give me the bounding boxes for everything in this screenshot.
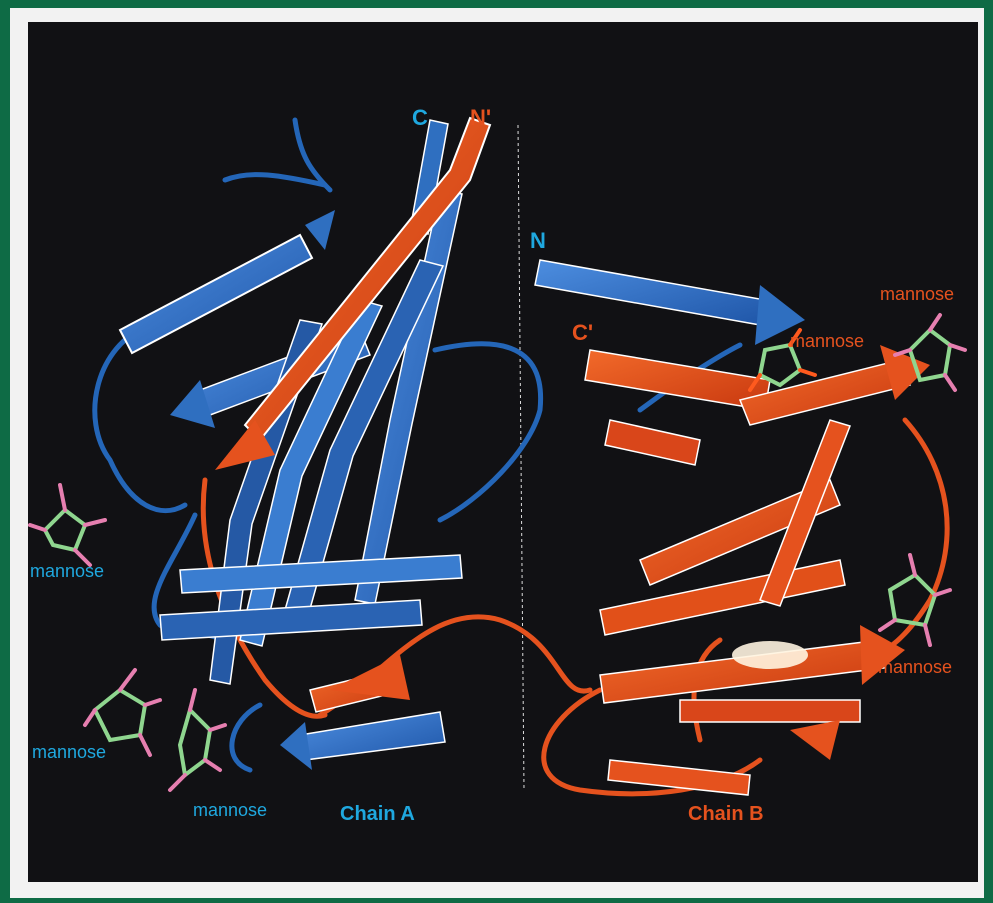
c-terminus-a-label: C [412,105,428,130]
chain-b-strand [790,720,840,760]
mannose-label: mannose [32,742,106,762]
chain-a-strand [305,210,335,250]
n-terminus-b-label: N' [470,105,491,130]
chain-a-label: Chain A [340,803,415,825]
mannose-label: mannose [30,561,104,581]
chain-b-strand [680,700,860,722]
chain-a-strand [280,722,312,770]
chain-b-label: Chain B [688,803,764,825]
chain-a-strand [535,260,765,325]
mannose-label: mannose [193,800,267,820]
chain-b-strand [605,420,700,465]
chain-a-strand [120,235,312,353]
chain-divider-line [518,125,524,790]
mannose-label: mannose [880,284,954,304]
mannose-molecule [30,485,105,565]
mannose-label: mannose [878,657,952,677]
chain-b-highlight [732,641,808,669]
n-terminus-a-label: N [530,228,546,253]
mannose-molecule [170,690,225,790]
chain-b-strand [600,560,845,635]
mannose-label: mannose [790,331,864,351]
chain-a-strand [300,712,445,760]
c-terminus-b-label: C' [572,320,593,345]
